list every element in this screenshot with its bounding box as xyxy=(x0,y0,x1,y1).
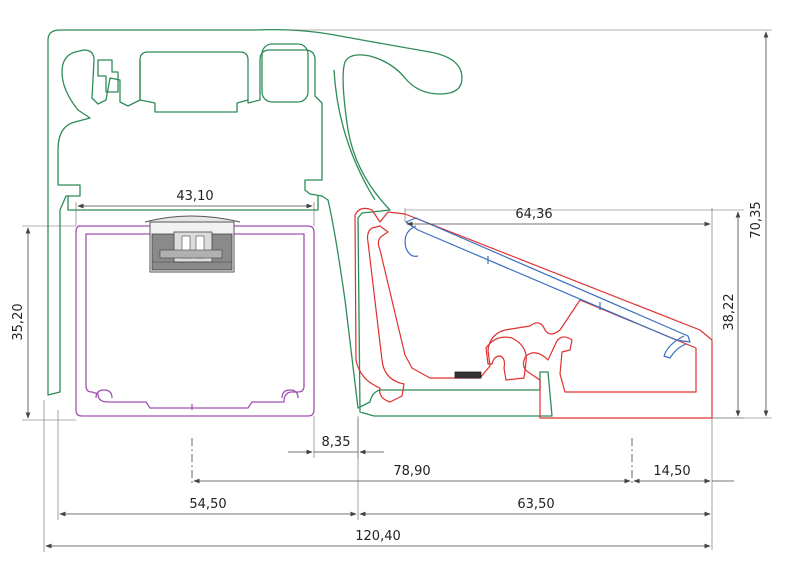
led-module xyxy=(144,215,241,273)
dim-right-span: 63,50 xyxy=(517,497,554,512)
dim-housing-height: 35,20 xyxy=(11,303,26,340)
diffuser-profile xyxy=(404,217,691,359)
dim-center-span: 78,90 xyxy=(393,464,430,479)
led-strip xyxy=(454,371,482,379)
dimensions: 43,10 35,20 64,36 38,22 70,35 8,35 xyxy=(11,29,772,552)
frame-profile xyxy=(47,28,553,417)
dim-total-height: 70,35 xyxy=(749,201,764,238)
cover-profile xyxy=(354,207,713,419)
dim-cover-width: 64,36 xyxy=(515,207,552,222)
dim-gap: 8,35 xyxy=(322,435,351,450)
led-housing xyxy=(75,225,315,417)
dim-right-offset: 14,50 xyxy=(653,464,690,479)
dim-total-width: 120,40 xyxy=(355,529,401,544)
dim-cover-height: 38,22 xyxy=(722,293,737,330)
dim-left-span: 54,50 xyxy=(189,497,226,512)
dim-housing-width: 43,10 xyxy=(176,189,213,204)
